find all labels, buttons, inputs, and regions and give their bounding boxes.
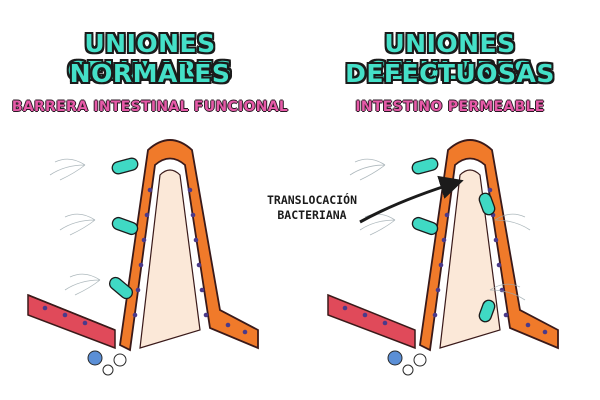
leaky-villus-illustration <box>327 139 559 376</box>
translocation-label-line2: BACTERIANA <box>277 208 347 222</box>
translocation-label-line1: TRANSLOCACIÓN <box>266 193 357 207</box>
normal-villus-illustration <box>27 139 259 376</box>
translocation-arrow <box>359 175 464 224</box>
translocation-label: TRANSLOCACIÓN BACTERIANA <box>252 193 372 223</box>
defective-title-line2: DEFECTUOSAS <box>345 59 555 88</box>
normal-junctions-panel: UNIONES CELULARES NORMALES BARRERA INTES… <box>11 29 289 376</box>
normal-subtitle: BARRERA INTESTINAL FUNCIONAL <box>11 99 289 115</box>
defective-junctions-panel: UNIONES CELULARES DEFECTUOSAS INTESTINO … <box>300 0 600 400</box>
normal-title-line2: NORMALES <box>69 59 231 88</box>
defective-title-line1: UNIONES CELULARES <box>367 29 533 85</box>
defective-subtitle: INTESTINO PERMEABLE <box>355 99 545 115</box>
normal-title-line1: UNIONES CELULARES <box>67 29 233 85</box>
